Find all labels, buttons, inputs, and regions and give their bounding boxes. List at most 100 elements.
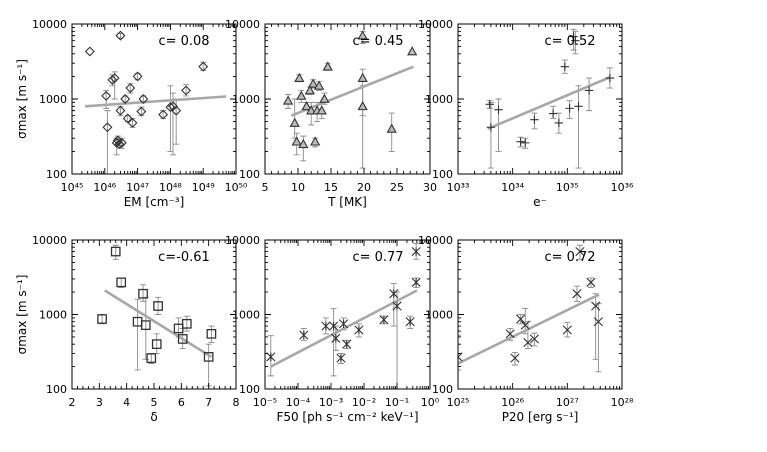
x-axis-label: F50 [ph s⁻¹ cm⁻² keV⁻¹] xyxy=(276,410,418,424)
data-point xyxy=(107,74,118,85)
data-point xyxy=(586,277,596,287)
y-tick-label: 100 xyxy=(46,168,67,181)
data-point xyxy=(198,61,209,72)
x-tick-label: 10⁻² xyxy=(352,396,376,409)
y-tick-label: 100 xyxy=(239,168,260,181)
y-tick-label: 100 xyxy=(46,383,67,396)
y-tick-label: 100 xyxy=(239,383,260,396)
data-point xyxy=(181,318,192,329)
y-tick-label: 10000 xyxy=(225,234,260,247)
data-point xyxy=(168,101,178,112)
data-point xyxy=(138,288,148,299)
tick-marks xyxy=(457,239,623,390)
correlation-label: c=-0.61 xyxy=(158,250,210,265)
data-point xyxy=(485,100,494,109)
fit-line xyxy=(487,76,611,131)
data-point xyxy=(565,104,574,113)
x-tick-label: 5 xyxy=(262,181,269,194)
data-point xyxy=(322,61,333,71)
error-bar xyxy=(155,296,162,315)
data-points xyxy=(84,30,209,150)
data-point xyxy=(329,321,339,331)
data-point xyxy=(203,352,214,362)
tick-marks xyxy=(264,239,431,390)
data-point xyxy=(584,86,594,95)
fit-line xyxy=(270,289,418,368)
plot-frame xyxy=(71,23,237,175)
x-tick-label: 7 xyxy=(205,396,212,409)
error-bar xyxy=(153,333,160,354)
data-point xyxy=(516,314,526,324)
data-point xyxy=(165,102,176,113)
data-point xyxy=(291,136,302,146)
error-bar xyxy=(142,296,149,360)
data-point xyxy=(132,71,143,82)
data-points xyxy=(97,246,217,363)
x-tick-label: 10²⁵ xyxy=(447,396,470,409)
data-point xyxy=(304,85,316,95)
x-tick-label: 10²⁸ xyxy=(611,396,634,409)
data-point xyxy=(299,330,309,340)
y-tick-label: 1000 xyxy=(232,309,260,322)
data-point xyxy=(520,320,530,330)
plot-frame xyxy=(71,239,237,390)
ticks xyxy=(457,23,623,175)
data-point xyxy=(116,277,127,288)
y-axis-label: σmax [m s⁻¹] xyxy=(15,59,29,139)
plot-frame xyxy=(457,239,623,390)
y-tick-label: 1000 xyxy=(425,93,453,106)
error-bar xyxy=(167,85,174,152)
data-point xyxy=(389,289,399,299)
data-point xyxy=(516,137,525,146)
error-bar xyxy=(140,284,147,302)
error-bar xyxy=(458,335,461,371)
data-point xyxy=(357,100,368,111)
x-tick-label: 10⁻⁴ xyxy=(286,396,311,409)
x-tick-label: 10⁻⁵ xyxy=(253,396,277,409)
data-points xyxy=(282,30,418,149)
data-point xyxy=(125,83,136,94)
x-tick-label: 10⁴⁸ xyxy=(159,181,182,194)
ticks xyxy=(71,239,237,390)
x-axis-label: P20 [erg s⁻¹] xyxy=(502,410,579,424)
data-point xyxy=(171,105,182,116)
error-bar xyxy=(592,293,599,360)
data-point xyxy=(181,85,192,96)
data-point xyxy=(308,78,319,88)
error-bars xyxy=(267,242,420,389)
data-points xyxy=(266,246,421,363)
y-tick-label: 1000 xyxy=(232,93,260,106)
plot-frame xyxy=(457,23,623,175)
data-point xyxy=(357,30,368,40)
correlation-label: c= 0.72 xyxy=(544,250,595,265)
correlation-label: c= 0.77 xyxy=(352,250,403,265)
data-point xyxy=(310,136,321,146)
ticks xyxy=(264,239,431,390)
y-tick-label: 10000 xyxy=(225,18,260,31)
data-point xyxy=(146,353,157,363)
correlation-label: c= 0.08 xyxy=(158,34,209,49)
error-bar xyxy=(205,343,212,387)
x-tick-label: 10⁴⁹ xyxy=(192,181,215,194)
x-tick-label: 8 xyxy=(233,396,240,409)
error-bar xyxy=(111,71,118,100)
data-point xyxy=(569,32,578,41)
x-tick-label: 30 xyxy=(423,181,437,194)
data-point xyxy=(319,93,330,103)
x-tick-label: 3 xyxy=(96,396,103,409)
data-point xyxy=(115,30,126,41)
correlation-label: c= 0.45 xyxy=(352,34,403,49)
data-point xyxy=(97,314,107,324)
tick-marks xyxy=(457,23,623,175)
data-point xyxy=(282,95,294,105)
data-point xyxy=(301,100,312,111)
plot-frame xyxy=(264,239,431,390)
y-tick-label: 100 xyxy=(432,168,453,181)
error-bars xyxy=(99,244,215,387)
data-point xyxy=(505,329,515,339)
data-point xyxy=(571,36,580,45)
data-point xyxy=(101,90,112,101)
